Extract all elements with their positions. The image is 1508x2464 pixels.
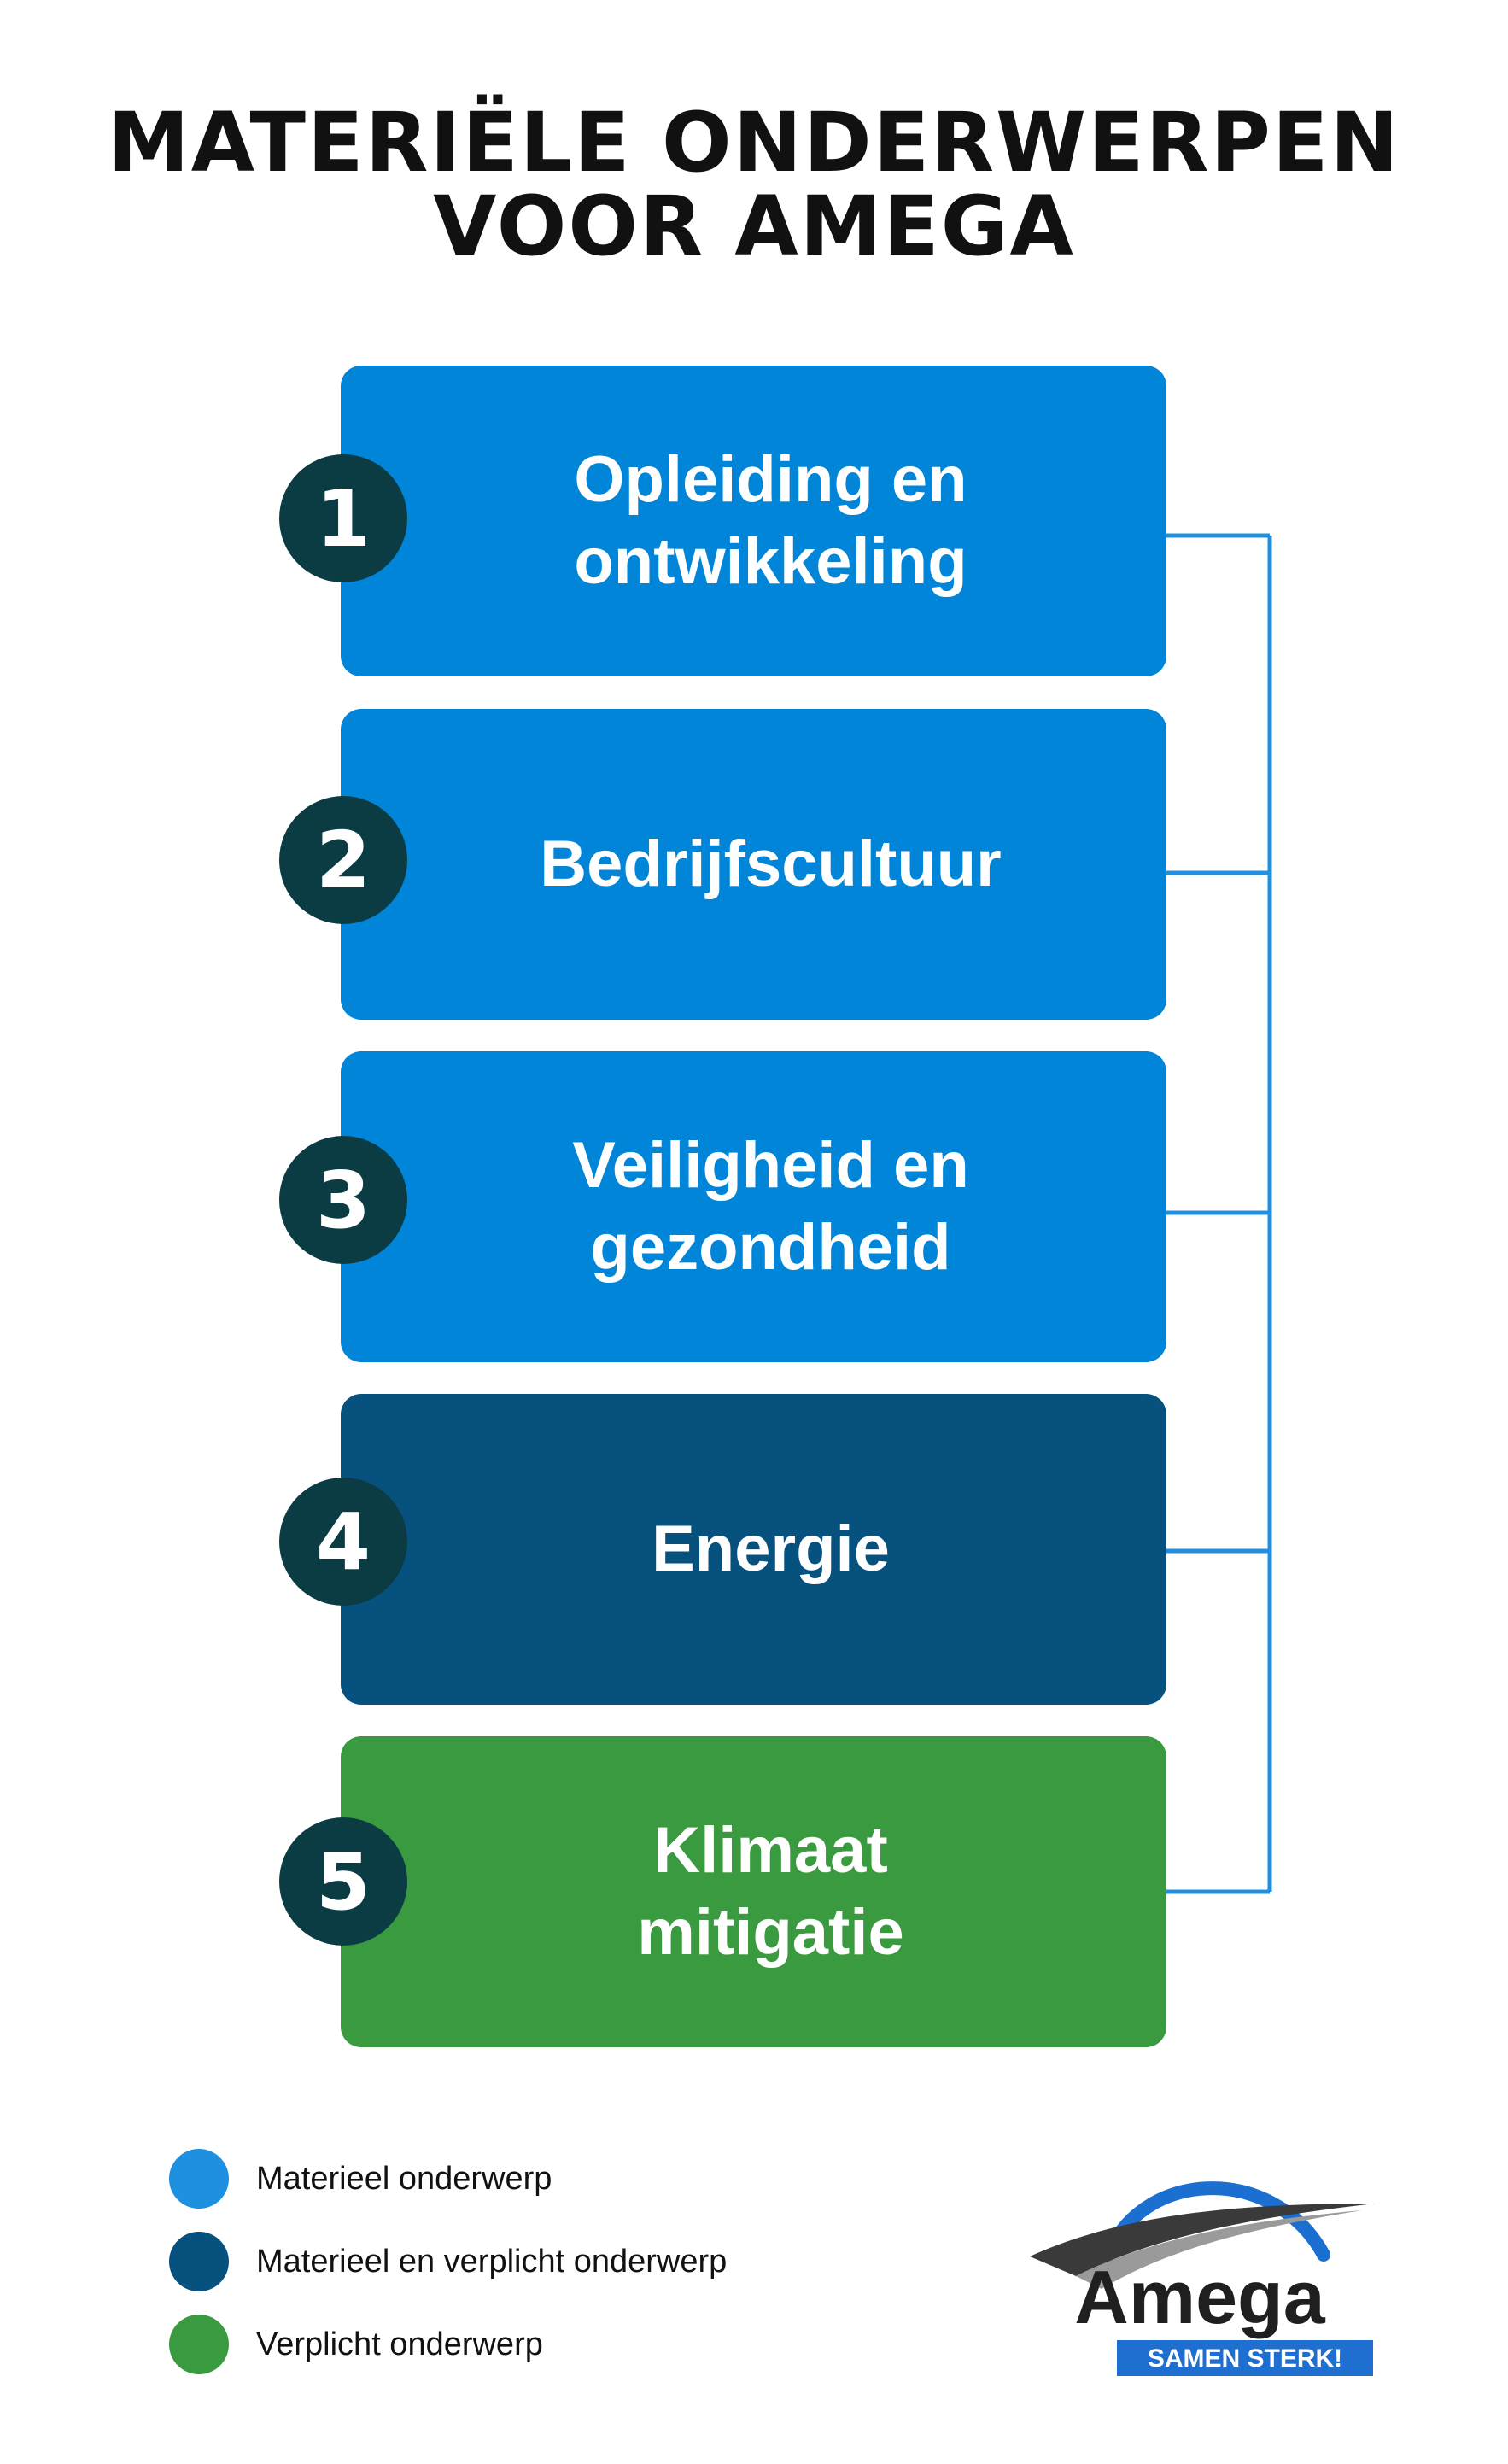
topic-label: Opleiding en ontwikkeling xyxy=(574,443,967,598)
logo-wordmark: Amega xyxy=(1074,2255,1325,2339)
legend-item-materieel-verplicht: Materieel en verplicht onderwerp xyxy=(169,2232,727,2291)
topic-card-3: Veiligheid en gezondheid xyxy=(341,1051,1166,1362)
title-line-2: VOOR AMEGA xyxy=(433,179,1075,274)
logo-tagline: SAMEN STERK! xyxy=(1148,2344,1342,2373)
topic-label: Energie xyxy=(652,1513,890,1585)
topic-label: Klimaat mitigatie xyxy=(637,1814,904,1969)
topic-number-badge-2: 2 xyxy=(279,796,407,924)
logo-swoosh xyxy=(1030,2204,1375,2276)
topic-number-badge-1: 1 xyxy=(279,454,407,582)
topic-card-5: Klimaat mitigatie xyxy=(341,1736,1166,2047)
topic-number-badge-4: 4 xyxy=(279,1478,407,1606)
logo-swoosh-shadow xyxy=(1076,2210,1362,2289)
legend-item-verplicht: Verplicht onderwerp xyxy=(169,2315,543,2374)
legend-label: Verplicht onderwerp xyxy=(256,2326,543,2362)
topic-number-badge-5: 5 xyxy=(279,1817,407,1946)
topic-label: Bedrijfscultuur xyxy=(540,828,1002,900)
topic-card-4: Energie xyxy=(341,1394,1166,1705)
logo-tagline-bar xyxy=(1117,2340,1373,2376)
legend-label: Materieel en verplicht onderwerp xyxy=(256,2243,728,2280)
legend-item-materieel: Materieel onderwerp xyxy=(169,2149,552,2209)
topic-number-badge-3: 3 xyxy=(279,1136,407,1264)
legend-label: Materieel onderwerp xyxy=(256,2160,552,2197)
topic-card-2: Bedrijfscultuur xyxy=(341,709,1166,1020)
amega-logo: Amega SAMEN STERK! xyxy=(1030,2181,1375,2376)
title-line-1: MATERIËLE ONDERWERPEN xyxy=(108,95,1400,190)
legend-dot xyxy=(169,2315,229,2374)
page-title: MATERIËLE ONDERWERPEN VOOR AMEGA xyxy=(0,101,1508,268)
topic-card-1: Opleiding en ontwikkeling xyxy=(341,366,1166,676)
legend-dot xyxy=(169,2232,229,2291)
legend-dot xyxy=(169,2149,229,2209)
topic-label: Veiligheid en gezondheid xyxy=(572,1129,969,1284)
